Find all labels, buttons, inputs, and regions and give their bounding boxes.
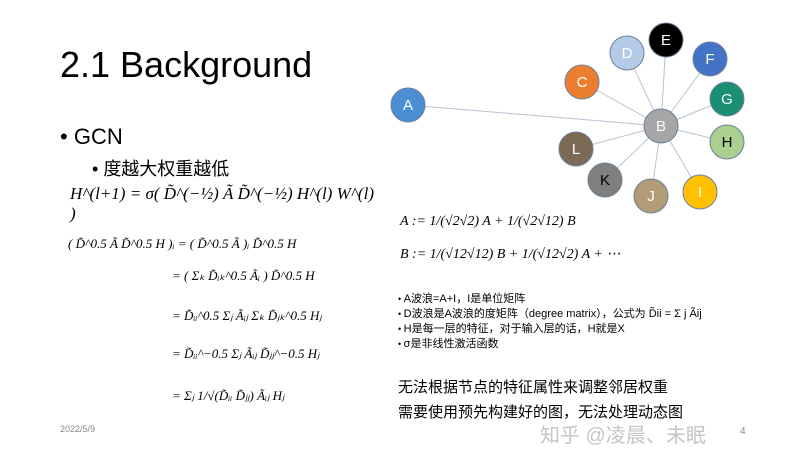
gcn-formula: H^(l+1) = σ( D̃^(−½) Ã D̃^(−½) H^(l) W^(… (70, 184, 374, 223)
derivation-line: = D̃ᵢᵢ^−0.5 Σⱼ Ãᵢⱼ D̃ⱼⱼ^−0.5 Hⱼ (172, 346, 320, 361)
node-circle (633, 178, 669, 214)
node-label: G (721, 91, 733, 108)
node-circle (558, 131, 594, 167)
conclusion-2: 需要使用预先构建好的图，无法处理动态图 (398, 404, 684, 421)
node-circle (643, 108, 679, 144)
node-label: K (600, 172, 610, 189)
node-circle (682, 174, 718, 210)
node-H: H (709, 124, 745, 160)
sub-bullet-text: 度越大权重越低 (103, 159, 230, 179)
node-label: C (577, 74, 588, 91)
notes-list: A波浪=A+I，I是单位矩阵 D波浪是A波浪的度矩阵（degree matrix… (398, 292, 702, 352)
node-K: K (587, 162, 623, 198)
note-item: D波浪是A波浪的度矩阵（degree matrix），公式为 D̃ii = Σ … (398, 307, 702, 322)
bullet-gcn: • GCN (60, 124, 123, 149)
derivation-line: ( D̃^0.5 Ã D̃^0.5 H )ᵢ = ( D̃^0.5 Ã )ᵢ D… (68, 236, 297, 251)
derivation-line: = Σⱼ 1/√(D̃ᵢᵢ D̃ⱼⱼ) Ãᵢⱼ Hⱼ (172, 388, 285, 403)
node-circle (390, 87, 426, 123)
node-label: B (656, 118, 666, 135)
note-item: A波浪=A+I，I是单位矩阵 (398, 292, 702, 307)
node-label: D (622, 45, 633, 62)
bullet-text: GCN (73, 124, 123, 149)
node-label: A (403, 97, 413, 114)
equation-a: A := 1/(√2√2) A + 1/(√2√12) B (400, 214, 576, 229)
node-circle (564, 64, 600, 100)
slide-title: 2.1 Background (60, 44, 313, 85)
node-label: F (705, 51, 714, 68)
node-F: F (692, 41, 728, 77)
equation-b: B := 1/(√12√12) B + 1/(√12√2) A + ⋯ (400, 247, 621, 262)
watermark: 知乎 @凌晨、未眠 (540, 425, 706, 447)
node-circle (709, 81, 745, 117)
node-circle (709, 124, 745, 160)
derivation-line: = D̃ᵢᵢ^0.5 Σⱼ Ãᵢⱼ Σₖ D̃ⱼₖ^0.5 Hⱼ (172, 308, 322, 323)
note-item: σ是非线性激活函数 (398, 337, 702, 352)
node-E: E (648, 22, 684, 58)
node-J: J (633, 178, 669, 214)
node-G: G (709, 81, 745, 117)
node-label: J (647, 188, 655, 205)
derivation-line: = ( Σₖ D̃ᵢₖ^0.5 Ãᵢ ) D̃^0.5 H (172, 268, 315, 283)
node-label: L (572, 141, 580, 158)
node-circle (587, 162, 623, 198)
node-D: D (609, 35, 645, 71)
node-label: E (661, 32, 671, 49)
node-circle (692, 41, 728, 77)
conclusion-1: 无法根据节点的特征属性来调整邻居权重 (398, 379, 669, 396)
node-circle (648, 22, 684, 58)
node-label: I (698, 184, 702, 201)
edge-A-B (407, 104, 662, 127)
note-item: H是每一层的特征，对于输入层的话，H就是X (398, 322, 702, 337)
node-C: C (564, 64, 600, 100)
node-A: A (390, 87, 426, 123)
node-L: L (558, 131, 594, 167)
node-circle (609, 35, 645, 71)
slide-date: 2022/5/9 (60, 424, 96, 434)
node-B: B (643, 108, 679, 144)
page-number: 4 (740, 426, 746, 437)
sub-bullet: • 度越大权重越低 (92, 159, 230, 179)
node-I: I (682, 174, 718, 210)
node-label: H (722, 134, 733, 151)
